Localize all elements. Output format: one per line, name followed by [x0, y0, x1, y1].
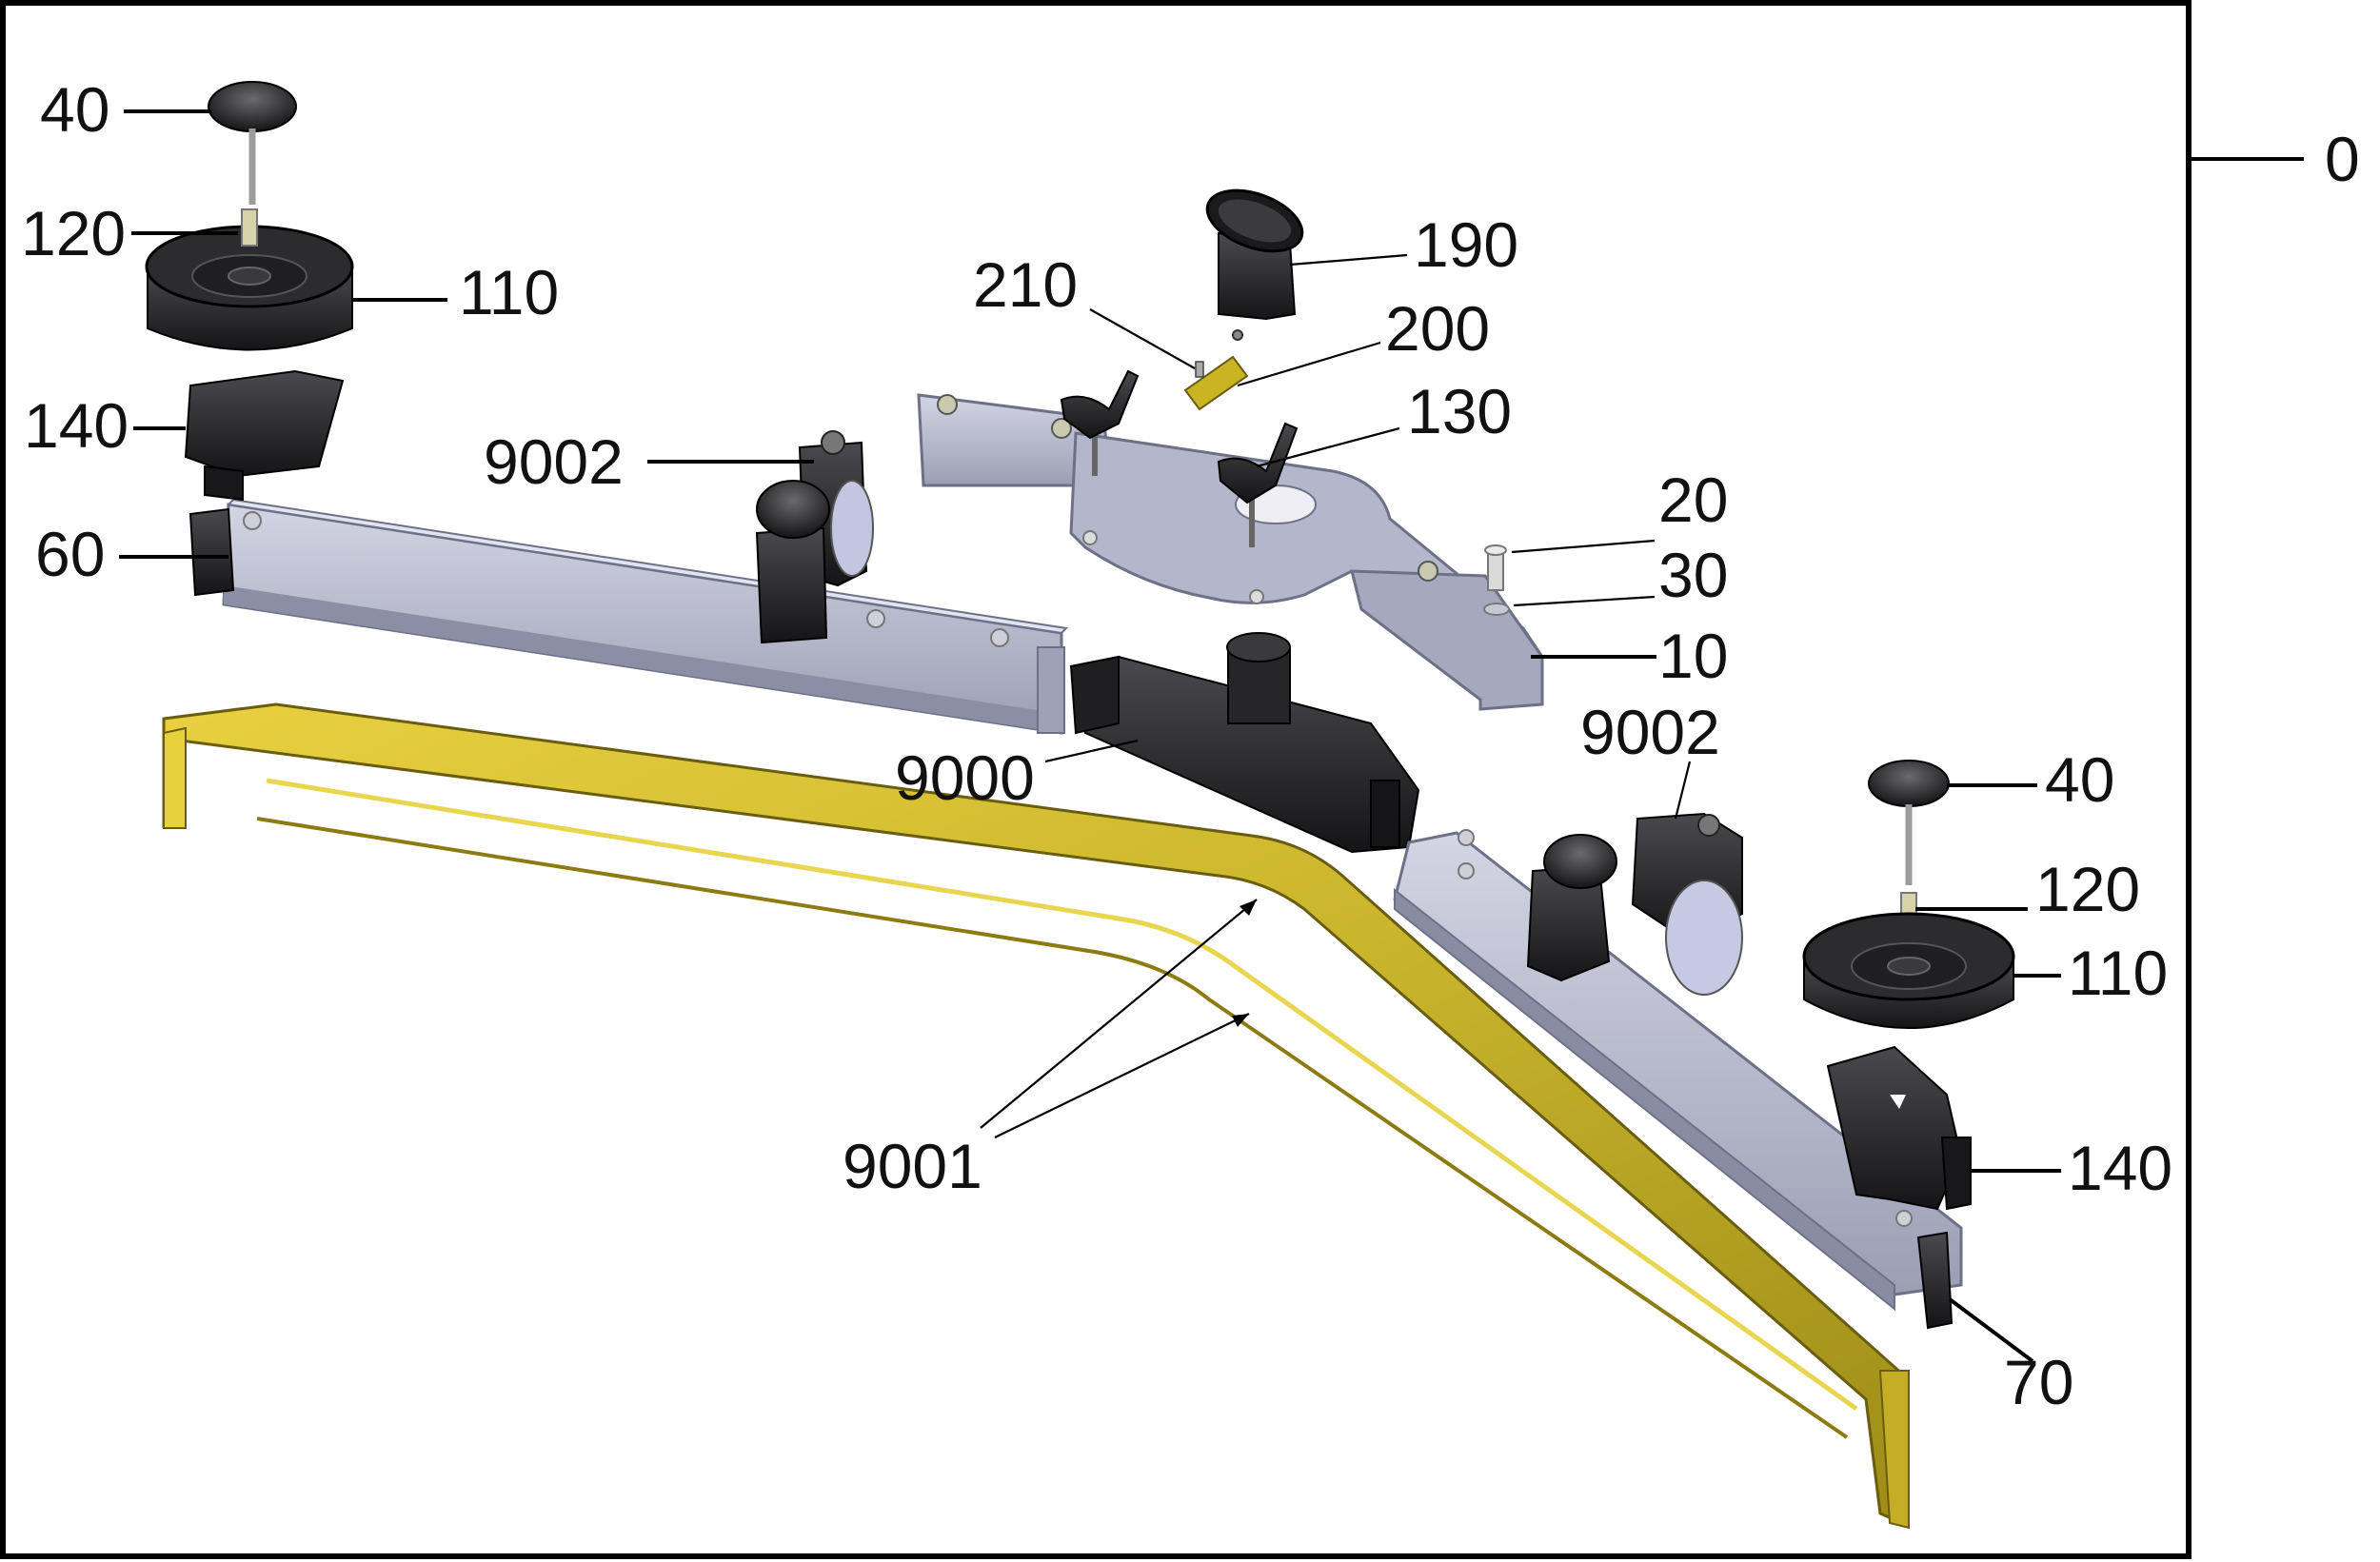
callout-9002-top: 9002 — [484, 426, 624, 497]
callout-30: 30 — [1658, 540, 1728, 610]
hose-elbow-190 — [1205, 188, 1304, 321]
end-cap-60 — [188, 507, 235, 597]
wheel-bracket-left — [755, 430, 874, 644]
wheel-bracket-right — [1526, 812, 1743, 996]
callout-210: 210 — [973, 249, 1078, 320]
callout-10: 10 — [1658, 621, 1728, 691]
squeegee-blade — [162, 702, 1910, 1530]
leader-lines — [119, 109, 2061, 1363]
washer-30 — [1483, 603, 1510, 616]
callout-9000: 9000 — [895, 742, 1035, 813]
screw-20 — [1484, 544, 1507, 591]
end-cap-70 — [1916, 1231, 1954, 1330]
callout-9001: 9001 — [843, 1131, 982, 1201]
callout-60: 60 — [35, 519, 105, 589]
holder-140-right — [1826, 1045, 1972, 1211]
assembly-reference: 0 — [2189, 124, 2360, 194]
sleeve-120-left — [241, 208, 258, 247]
wheel-110-left — [145, 225, 354, 351]
pad-200 — [1183, 329, 1249, 411]
center-connector-9000 — [1069, 632, 1420, 854]
callout-140-top: 140 — [24, 390, 129, 461]
callout-190: 190 — [1414, 209, 1518, 280]
left-rail — [222, 498, 1069, 735]
callout-9002-right: 9002 — [1580, 697, 1720, 767]
clamp-lever-left — [1060, 369, 1140, 476]
callout-40-right: 40 — [2045, 744, 2114, 815]
knob-40-left — [208, 81, 297, 205]
pin-210 — [1195, 361, 1204, 378]
knob-40-right — [1868, 760, 1950, 885]
callout-140-right: 140 — [2068, 1133, 2172, 1203]
callout-110-right: 110 — [2068, 938, 2168, 1008]
callout-labels: 40 120 110 140 60 9002 210 190 200 130 2… — [21, 74, 2172, 1417]
callout-70: 70 — [2004, 1347, 2073, 1417]
holder-140-left — [184, 369, 345, 502]
callout-120-top: 120 — [21, 198, 126, 268]
callout-110-top: 110 — [459, 257, 559, 327]
drawing-frame — [0, 0, 2192, 1559]
callout-200: 200 — [1385, 293, 1490, 364]
wheel-110-right — [1802, 912, 2015, 1029]
callout-20: 20 — [1658, 465, 1728, 535]
callout-40-top: 40 — [40, 74, 109, 145]
callout-130: 130 — [1407, 376, 1512, 446]
callout-120-right: 120 — [2035, 854, 2140, 924]
clamp-lever-right — [1217, 422, 1299, 547]
callout-0: 0 — [2325, 124, 2360, 194]
